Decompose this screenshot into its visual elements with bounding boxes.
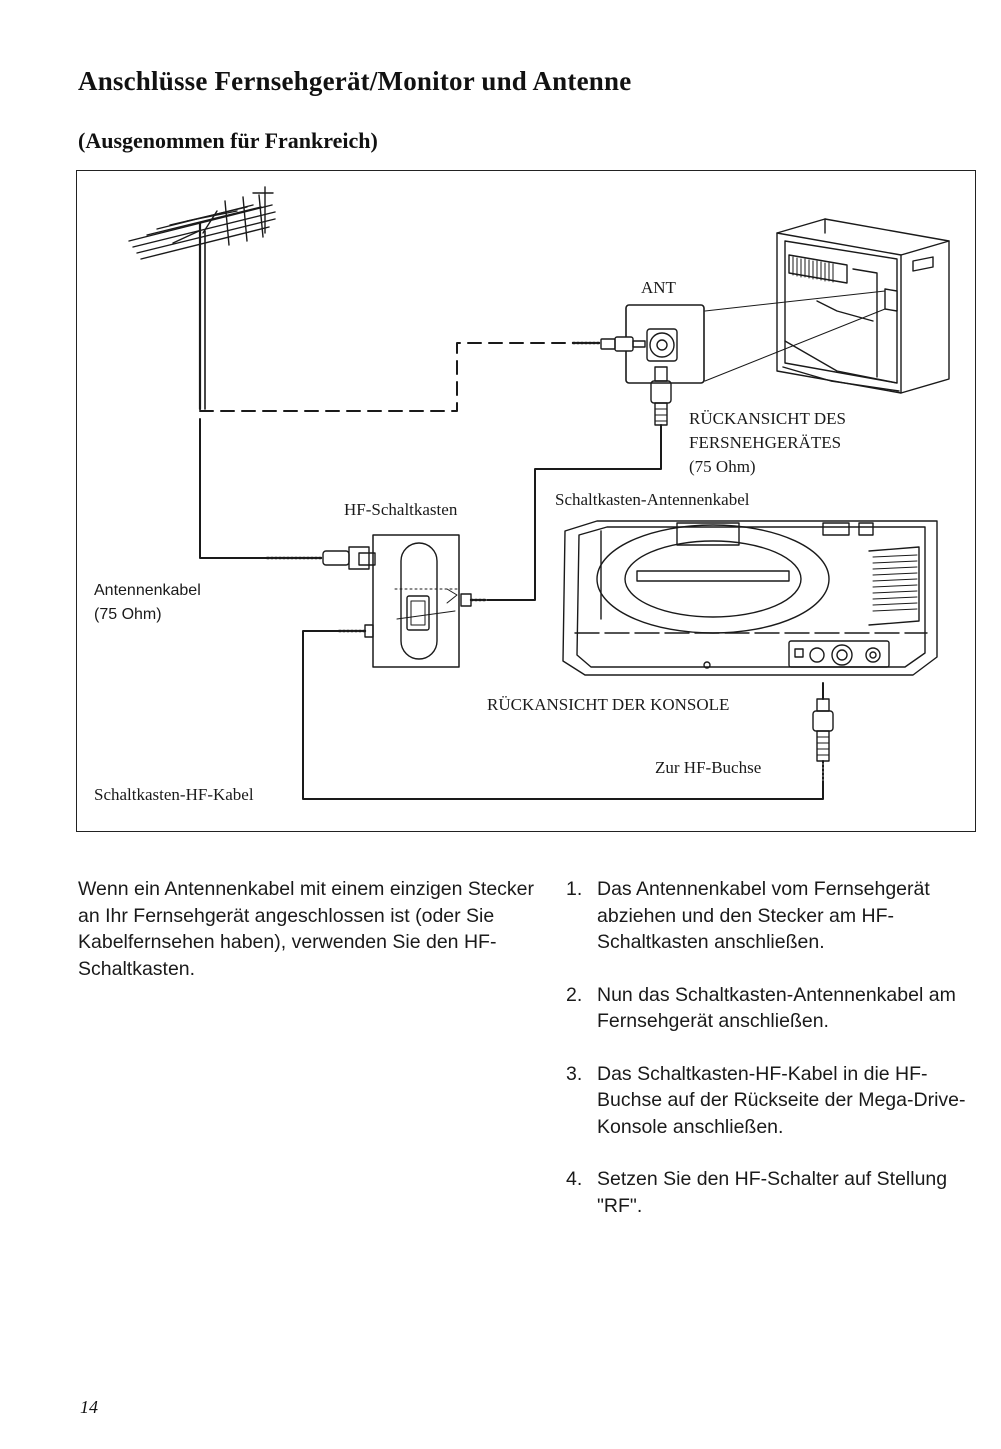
switchbox-antenna-cable-label: Schaltkasten-Antennenkabel	[555, 490, 750, 509]
step-number: 3.	[566, 1062, 583, 1085]
page-subtitle: (Ausgenommen für Frankreich)	[78, 128, 378, 153]
rf-switchbox-icon	[265, 534, 489, 668]
step-text: Setzen Sie den HF-Schalter auf Stellung …	[597, 1168, 948, 1217]
intro-paragraph: Wenn ein Antennenkabel mit einem einzige…	[78, 878, 535, 980]
step-number: 4.	[566, 1168, 583, 1190]
step-number: 1.	[566, 878, 583, 900]
console-back-label: RÜCKANSICHT DER KONSOLE	[487, 695, 730, 714]
tv-back-label-line3: (75 Ohm)	[689, 457, 756, 476]
television-icon	[776, 218, 950, 394]
switchbox-label: HF-Schaltkasten	[344, 500, 458, 519]
switchbox-rf-cable-label: Schaltkasten-HF-Kabel	[94, 785, 254, 804]
page-number: 14	[80, 1397, 98, 1417]
step-4: 4. Setzen Sie den HF-Schalter auf Stellu…	[566, 1166, 986, 1219]
coax-plug-icon	[571, 336, 646, 352]
rca-plug-icon	[812, 682, 834, 782]
page-title: Anschlüsse Fernsehgerät/Monitor und Ante…	[78, 66, 632, 96]
antenna-cable-label-line1: Antennenkabel	[94, 582, 201, 599]
step-2: 2. Nun das Schaltkasten-Antennenkabel am…	[566, 982, 986, 1035]
step-text: Das Antennenkabel vom Fernsehgerät abzie…	[597, 878, 930, 953]
step-text: Das Schaltkasten-HF-Kabel in die HF-Buch…	[597, 1062, 966, 1138]
mega-drive-console-icon	[562, 520, 938, 676]
to-rf-jack-label: Zur HF-Buchse	[655, 758, 762, 777]
step-text: Nun das Schaltkasten-Antennenkabel am Fe…	[597, 983, 956, 1033]
antenna-cable-label-line2: (75 Ohm)	[94, 606, 162, 623]
tv-back-label-line1: RÜCKANSICHT DES	[689, 409, 846, 428]
step-1: 1. Das Antennenkabel vom Fernsehgerät ab…	[566, 876, 986, 956]
step-number: 2.	[566, 983, 583, 1006]
step-3: 3. Das Schaltkasten-HF-Kabel in die HF-B…	[566, 1061, 986, 1141]
ant-label: ANT	[641, 278, 676, 297]
diagram-drawing	[128, 186, 950, 800]
instruction-steps: 1. Das Antennenkabel vom Fernsehgerät ab…	[566, 876, 986, 1245]
connection-diagram: ANT RÜCKANSICHT DES FERSNEHGERÄTES (75 O…	[76, 170, 976, 832]
antenna-icon	[128, 186, 276, 411]
tv-back-label-line2: FERSNEHGERÄTES	[689, 433, 842, 452]
